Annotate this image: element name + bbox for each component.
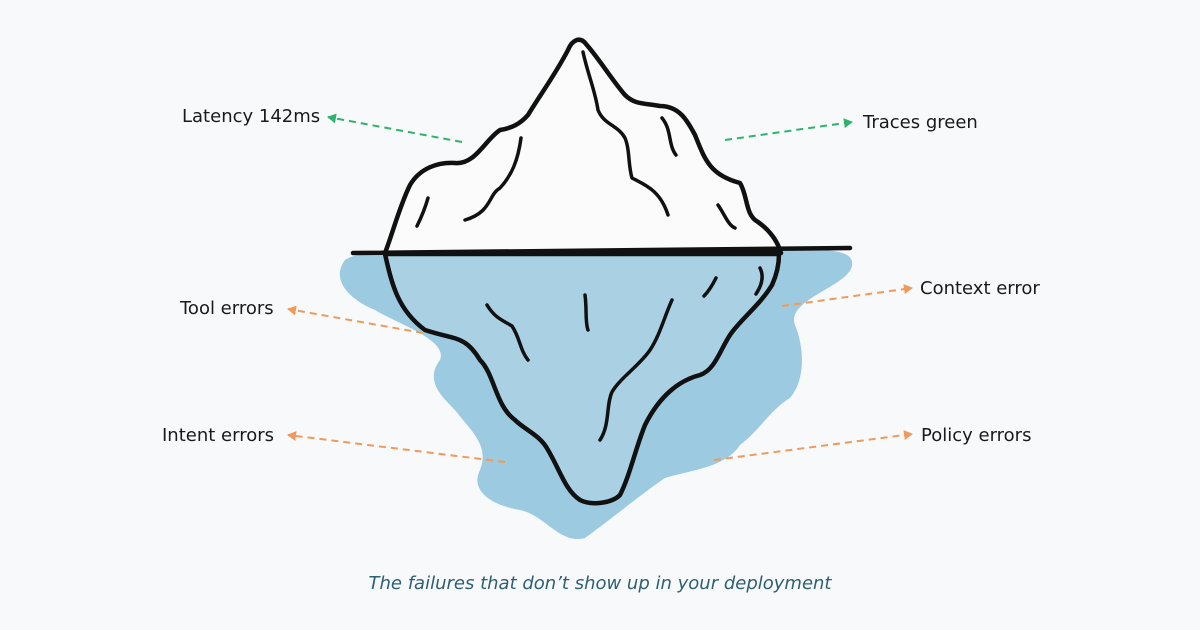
iceberg-tip [382, 37, 784, 256]
iceberg-tip-creases [415, 50, 737, 230]
label-traces-green: Traces green [863, 112, 978, 133]
label-policy-errors: Policy errors [921, 425, 1032, 446]
waterline [350, 245, 853, 256]
arrow-policy-errors [713, 430, 913, 461]
arrow-context-error [781, 284, 913, 307]
iceberg-underwater [382, 251, 782, 506]
label-tool-errors: Tool errors [180, 298, 274, 319]
arrow-intent-errors [287, 431, 506, 463]
iceberg-underwater-creases [485, 266, 764, 442]
arrow-latency [327, 113, 463, 143]
label-latency: Latency 142ms [182, 106, 321, 127]
arrow-traces [724, 118, 853, 141]
label-intent-errors: Intent errors [162, 425, 274, 446]
caption: The failures that don’t show up in your … [368, 573, 832, 594]
label-context-error: Context error [920, 278, 1040, 299]
arrow-tool-errors [287, 305, 424, 334]
